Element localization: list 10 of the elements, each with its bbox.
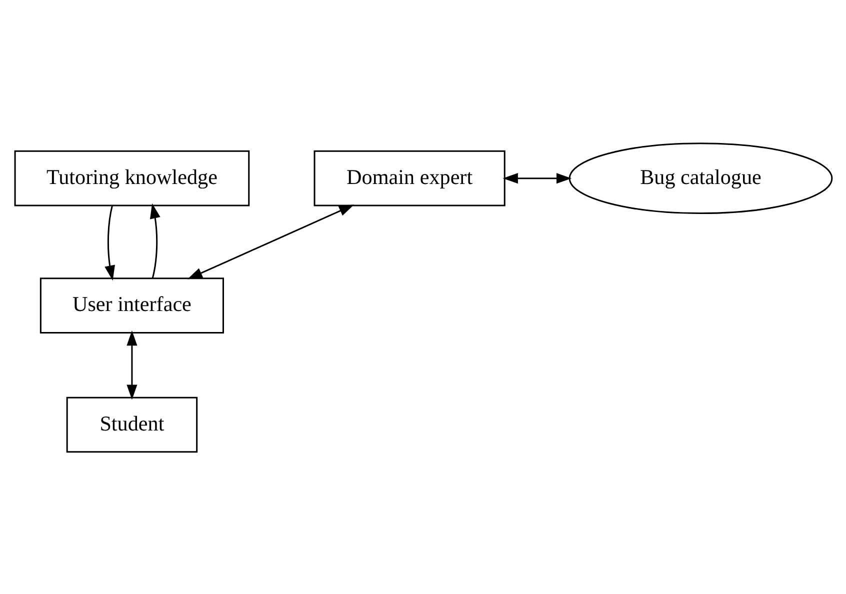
node-ellipse: Bug catalogue xyxy=(568,142,832,214)
arrow xyxy=(186,204,354,279)
node-box: Student xyxy=(66,396,198,452)
node-box: User interface xyxy=(39,277,224,333)
arrow xyxy=(126,330,137,400)
arrow xyxy=(104,204,114,280)
arrow xyxy=(502,172,572,184)
node-box: Tutoring knowledge xyxy=(14,150,250,206)
node-box: Domain expert xyxy=(313,150,505,206)
arrow xyxy=(149,202,160,278)
